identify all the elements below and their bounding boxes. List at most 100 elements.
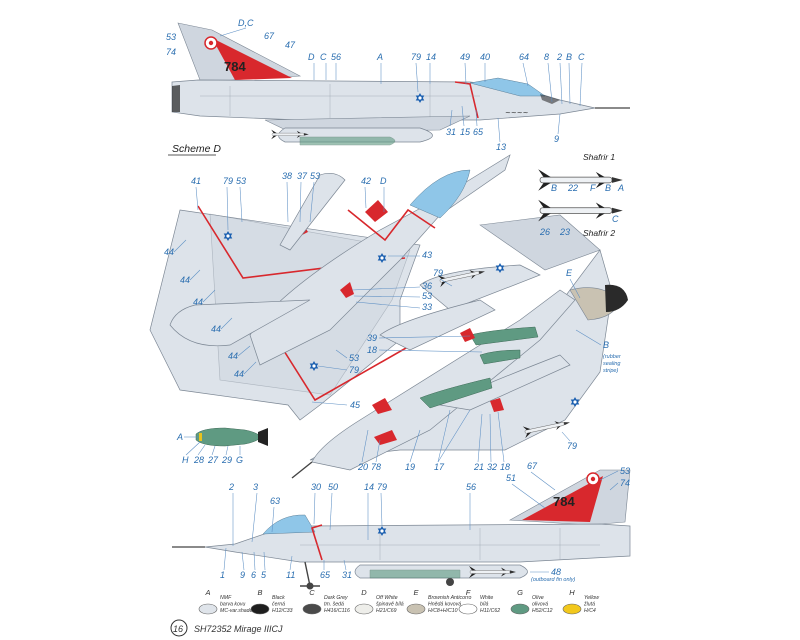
- legend-text: H52/C12: [532, 608, 553, 614]
- callout-label: 53: [620, 466, 630, 476]
- callout-label: 53: [166, 32, 176, 42]
- legend-letter: E: [413, 588, 419, 597]
- callout-label: 79: [433, 268, 443, 278]
- callout-label: 14: [364, 482, 374, 492]
- callout-label: 11: [286, 570, 295, 580]
- callout-label: 45: [350, 400, 361, 410]
- callout-label: 41: [191, 176, 201, 186]
- shafrir-1-label: Shafrir 1: [583, 152, 615, 162]
- legend-swatch: [510, 603, 530, 615]
- callout-label: 21: [473, 462, 484, 472]
- legend-text: H11/C62: [480, 608, 500, 614]
- legend-swatch: [406, 603, 426, 615]
- legend-text: Olive: [532, 595, 544, 601]
- callout-label: 79: [223, 176, 233, 186]
- callout-label: 79: [411, 52, 421, 62]
- callout-label: D,C: [238, 18, 254, 28]
- callout-label: 33: [422, 302, 432, 312]
- legend-text: černá: [272, 602, 285, 608]
- callout-label: 53: [236, 176, 246, 186]
- callout-label: 20: [357, 462, 368, 472]
- legend-swatch: [302, 603, 322, 615]
- callout-label: 9: [240, 570, 245, 580]
- rubber-note-line-3: stripe): [603, 368, 618, 374]
- callout-label: B: [566, 52, 572, 62]
- legend-text: Black: [272, 595, 285, 601]
- callout-label: 37: [297, 171, 308, 181]
- legend-letter: C: [309, 588, 315, 597]
- rubber-note-line-2: sealing: [603, 361, 621, 367]
- callout-label: 44: [180, 275, 190, 285]
- callout-label: 79: [377, 482, 387, 492]
- callout-label: 31: [342, 570, 352, 580]
- shafrir-2-label: Shafrir 2: [583, 228, 615, 238]
- callout-label: 5: [261, 570, 267, 580]
- callout-label: 2: [556, 52, 562, 62]
- legend-text: H12/C33: [272, 608, 293, 614]
- side-view-bottom: 784 (outboard fin only): [172, 469, 631, 590]
- callout-label: 2: [228, 482, 234, 492]
- shafrir-missiles: Shafrir 1 Shafrir 2: [537, 152, 624, 238]
- callout-label: 23: [559, 227, 570, 237]
- callout-label: B: [605, 183, 611, 193]
- callout-label: B: [603, 340, 609, 350]
- callout-label: 18: [367, 345, 377, 355]
- callout-label: 53: [349, 353, 359, 363]
- side-view-top: 784 ~~~~: [171, 22, 630, 146]
- page-number-badge: [170, 619, 188, 637]
- bottom-view: [291, 214, 628, 479]
- callout-label: 8: [544, 52, 549, 62]
- legend-text: Brownish Anticorro: [428, 595, 471, 601]
- callout-label: 42: [361, 176, 371, 186]
- callout-label: 53: [310, 171, 320, 181]
- legend-text: barva kovu: [220, 602, 245, 608]
- callout-label: 67: [527, 461, 538, 471]
- legend-text: špinavě bílá: [376, 602, 404, 608]
- callout-label: 56: [331, 52, 341, 62]
- legend-text: žlutá: [583, 602, 595, 608]
- callout-label: 19: [405, 462, 415, 472]
- callout-label: 40: [480, 52, 490, 62]
- callout-label: 1: [220, 570, 225, 580]
- callout-label: 17: [434, 462, 445, 472]
- callout-label: 51: [506, 473, 516, 483]
- callout-label: 43: [422, 250, 432, 260]
- callout-label: G: [236, 455, 243, 465]
- scheme-label: Scheme D: [172, 143, 221, 155]
- legend-text: H416/C116: [324, 608, 350, 614]
- callout-label: 44: [193, 297, 203, 307]
- serial-number-bottom: 784: [553, 494, 575, 509]
- legend-text: Off White: [376, 595, 398, 601]
- callout-label: D: [380, 176, 387, 186]
- callout-label: E: [566, 268, 573, 278]
- callout-label: 26: [539, 227, 550, 237]
- callout-label: 67: [264, 31, 275, 41]
- callout-label: 13: [496, 142, 506, 152]
- callout-label: 9: [554, 134, 559, 144]
- callout-label: 32: [487, 462, 497, 472]
- legend-swatch: [458, 603, 478, 615]
- serial-number-top: 784: [224, 59, 246, 74]
- callout-label: 3: [253, 482, 258, 492]
- legend-swatch: [250, 603, 270, 615]
- legend-text: Hnědá kovová: [428, 602, 461, 608]
- footer-title: SH72352 Mirage IIICJ: [194, 624, 283, 634]
- legend-text: bílá: [480, 602, 488, 608]
- callout-label: 44: [164, 247, 174, 257]
- callout-label: H: [182, 455, 189, 465]
- callout-label: 31: [446, 127, 456, 137]
- callout-label: 48: [551, 567, 561, 577]
- callout-label: D: [308, 52, 315, 62]
- legend-text: H21/C69: [376, 608, 397, 614]
- callout-label: 63: [270, 496, 280, 506]
- callout-label: 18: [500, 462, 510, 472]
- callout-label: 44: [228, 351, 238, 361]
- callout-label: B: [551, 183, 557, 193]
- callout-label: 74: [166, 47, 176, 57]
- legend-swatch: [562, 603, 582, 615]
- top-view: [149, 154, 511, 421]
- legend-letter: B: [257, 588, 262, 597]
- callout-label: 44: [211, 324, 221, 334]
- callout-label: 79: [349, 365, 359, 375]
